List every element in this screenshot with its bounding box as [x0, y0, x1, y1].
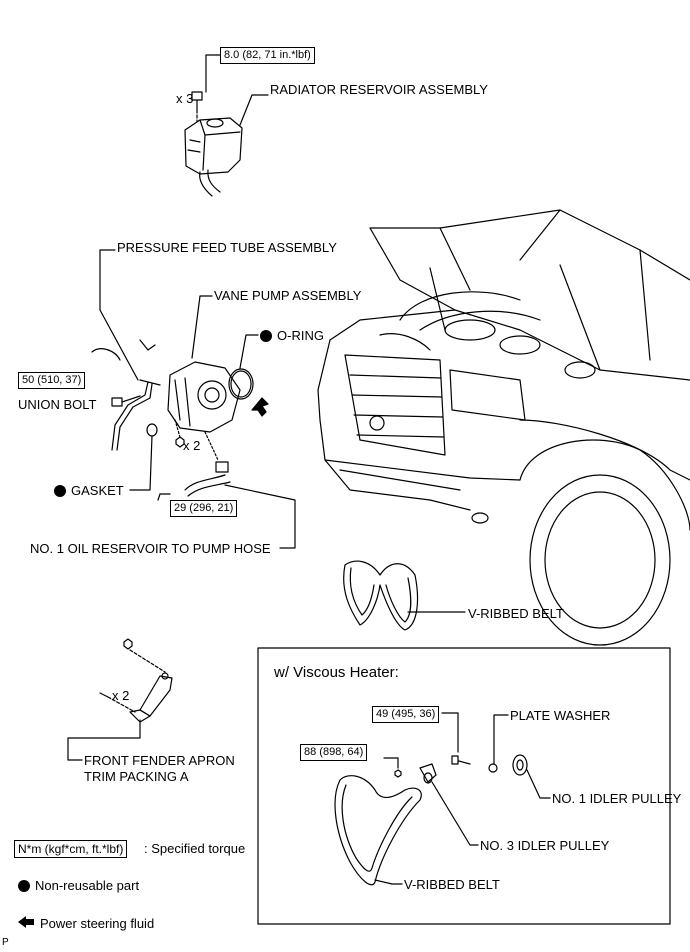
legend-torque-desc: : Specified torque — [144, 841, 246, 856]
o-ring-illustration — [228, 334, 269, 417]
fluid-arrow-icon — [18, 916, 34, 928]
inset-frame — [257, 647, 671, 925]
label-v-ribbed-belt: V-RIBBED BELT — [468, 606, 564, 621]
qty-pump-nuts: x 2 — [183, 438, 201, 453]
legend-non-reusable: Non-reusable part — [18, 878, 139, 893]
fender-apron-illustration — [67, 638, 173, 761]
vane-pump-illustration — [91, 249, 296, 549]
label-pressure-feed-tube: PRESSURE FEED TUBE ASSEMBLY — [117, 240, 337, 255]
radiator-reservoir-illustration — [184, 54, 269, 197]
label-plate-washer: PLATE WASHER — [510, 708, 611, 723]
footer-code: P — [2, 937, 9, 948]
qty-apron-clips: x 2 — [112, 688, 130, 703]
label-oil-reservoir-hose: NO. 1 OIL RESERVOIR TO PUMP HOSE — [30, 541, 271, 556]
label-no1-idler-pulley: NO. 1 IDLER PULLEY — [552, 791, 682, 806]
non-reusable-dot-icon — [18, 880, 30, 892]
torque-inset-lower: 88 (898, 64) — [300, 744, 368, 761]
label-fender-apron-line2: TRIM PACKING A — [84, 769, 189, 784]
torque-inset-upper: 49 (495, 36) — [372, 706, 440, 723]
label-union-bolt: UNION BOLT — [18, 397, 97, 412]
label-o-ring: O-RING — [260, 328, 324, 343]
torque-union-bolt: 50 (510, 37) — [18, 372, 86, 389]
label-inset-v-ribbed-belt: V-RIBBED BELT — [404, 877, 500, 892]
torque-reservoir-bolt: 8.0 (82, 71 in.*lbf) — [220, 47, 315, 64]
label-fender-apron-line1: FRONT FENDER APRON — [84, 753, 235, 768]
inset-title: w/ Viscous Heater: — [274, 664, 399, 681]
non-reusable-dot-icon — [54, 485, 66, 497]
vehicle-illustration — [317, 209, 690, 646]
v-ribbed-belt-illustration — [343, 560, 466, 631]
non-reusable-dot-icon — [260, 330, 272, 342]
legend-fluid: Power steering fluid — [40, 916, 155, 931]
legend-torque-unit: N*m (kgf*cm, ft.*lbf) — [14, 840, 128, 858]
qty-reservoir-bolts: x 3 — [176, 91, 194, 106]
torque-hose-nut: 29 (296, 21) — [170, 500, 238, 517]
viscous-heater-illustration — [334, 712, 551, 886]
label-gasket: GASKET — [54, 483, 124, 498]
label-vane-pump: VANE PUMP ASSEMBLY — [214, 288, 362, 303]
label-no3-idler-pulley: NO. 3 IDLER PULLEY — [480, 838, 610, 853]
label-radiator-reservoir: RADIATOR RESERVOIR ASSEMBLY — [270, 82, 488, 97]
